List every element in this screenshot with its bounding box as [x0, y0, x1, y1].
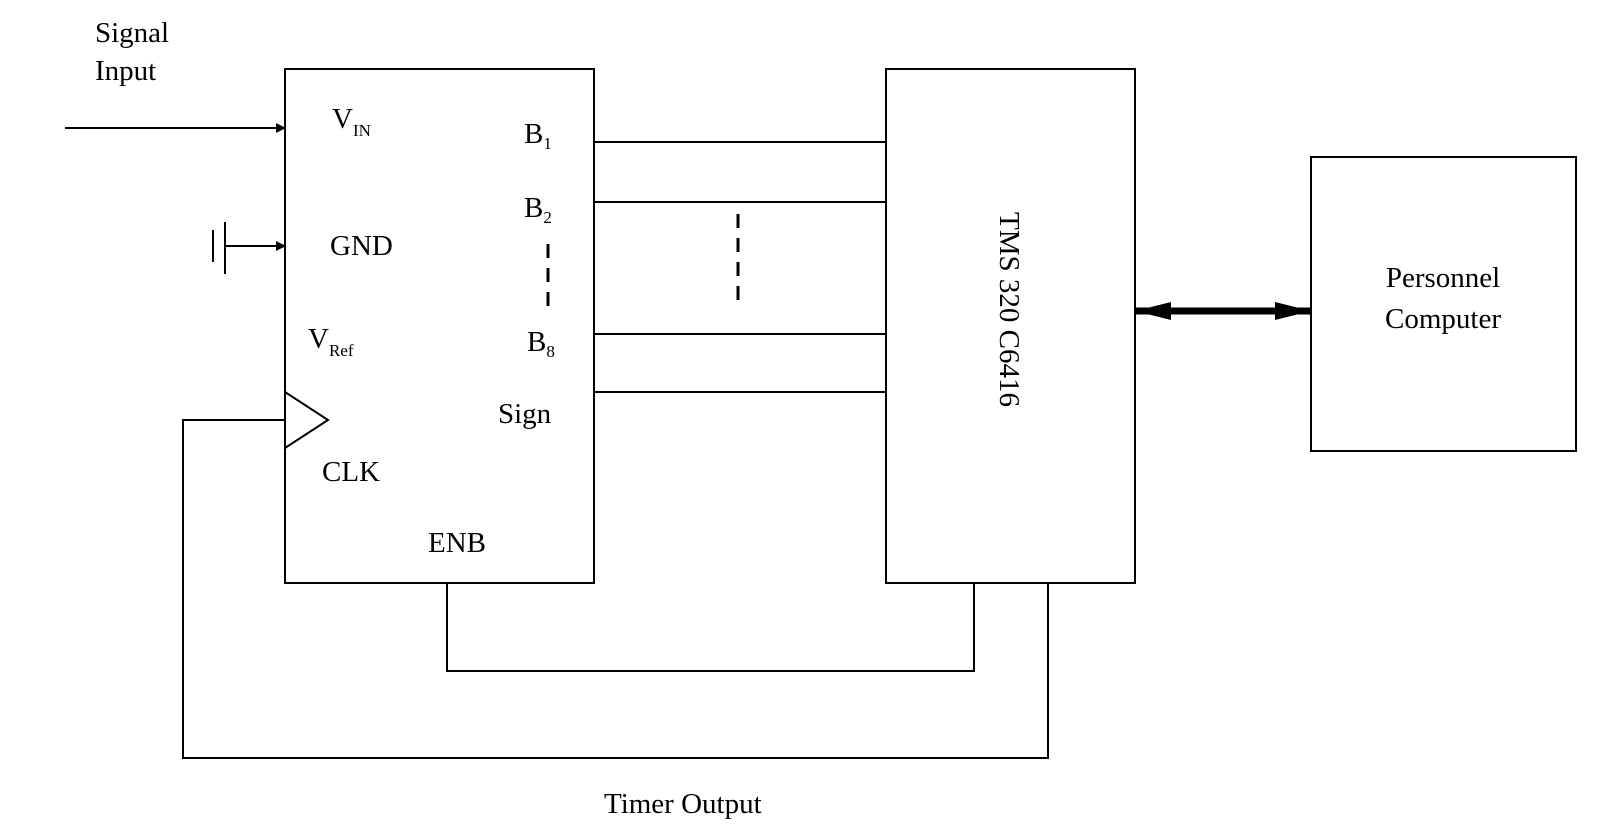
dsp-block [885, 68, 1136, 584]
signal-input-label-line1: Signal [95, 17, 169, 49]
timer-output-wire [182, 419, 1049, 759]
pc-label-line2: Computer [1385, 303, 1501, 335]
gnd-pin-label: GND [330, 230, 393, 262]
ground-symbol-icon [212, 222, 286, 274]
vref-pin-label: VRef [308, 323, 354, 360]
enb-control-wire [446, 583, 975, 672]
clock-input-triangle-icon [284, 391, 330, 449]
enb-pin-label: ENB [428, 527, 486, 559]
b1-pin-label: B1 [524, 118, 552, 153]
adc-block [284, 68, 595, 584]
b8-pin-label: B8 [527, 326, 555, 361]
dsp-label: TMS 320 C6416 [993, 212, 1025, 407]
signal-input-label-line2: Input [95, 55, 156, 87]
personnel-computer-block [1310, 156, 1577, 452]
clk-pin-label: CLK [322, 456, 380, 488]
b2-pin-label: B2 [524, 192, 552, 227]
sign-pin-label: Sign [498, 398, 552, 430]
vin-pin-label: VIN [332, 103, 371, 140]
timer-output-label: Timer Output [604, 788, 762, 820]
pc-label-line1: Personnel [1386, 262, 1500, 294]
